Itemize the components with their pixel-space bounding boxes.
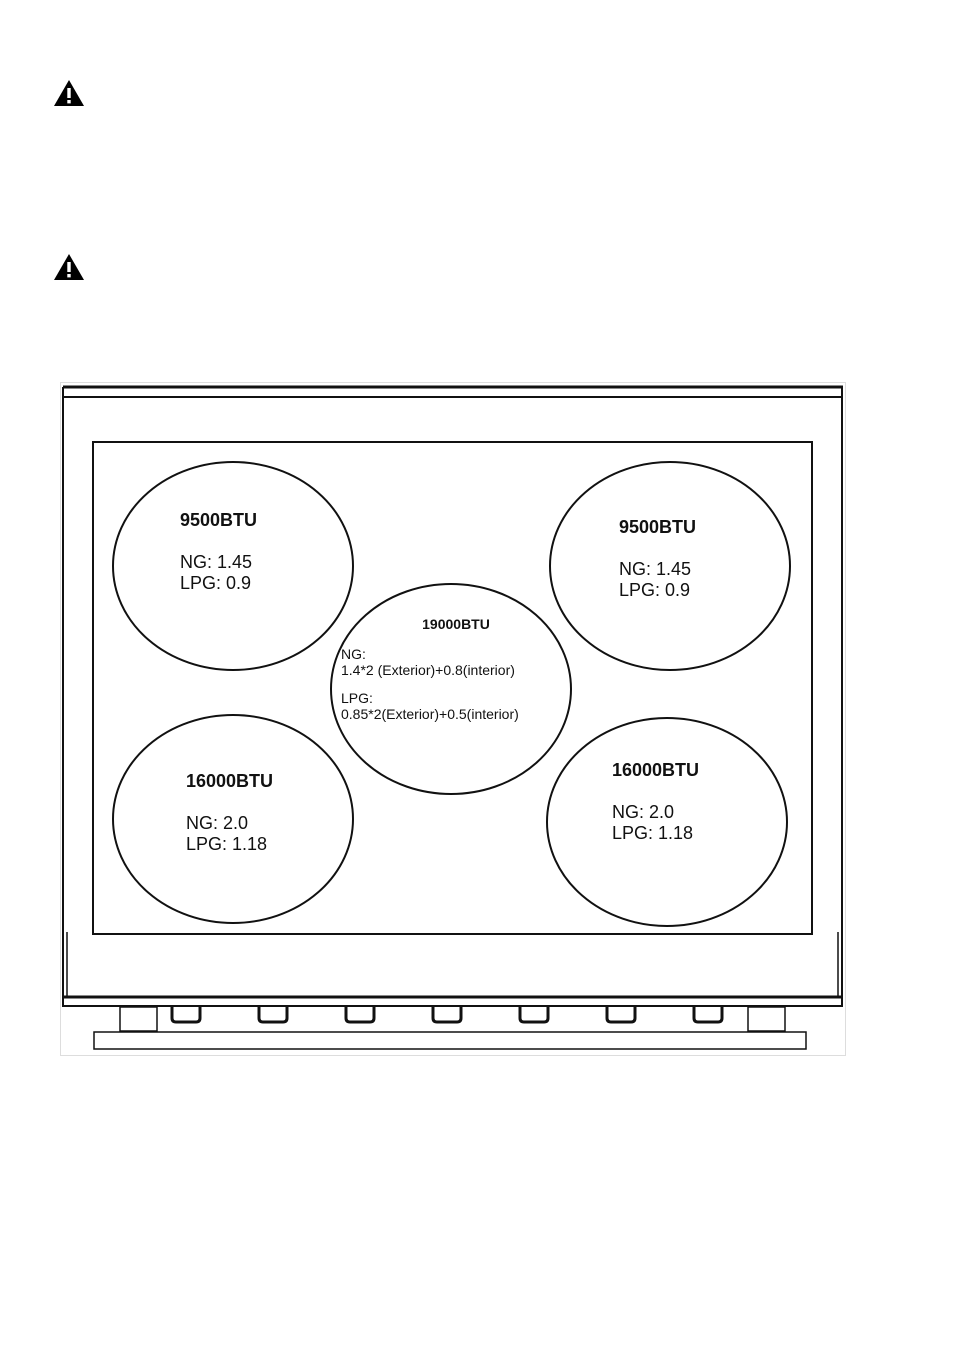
btu-rating: 16000BTU	[186, 771, 274, 791]
warning-triangle-icon	[53, 79, 85, 107]
burner-bottom-right	[546, 717, 788, 927]
btu-rating: 9500BTU	[180, 510, 258, 530]
lpg-label: LPG:	[341, 690, 373, 707]
ng-label: NG:	[341, 646, 366, 663]
control-knob	[431, 1007, 463, 1024]
lpg-value: LPG: 1.18	[186, 834, 268, 855]
burner-label-top-left: 9500BTU NG: 1.45 LPG: 0.9	[180, 510, 257, 595]
ng-value: NG: 2.0	[186, 812, 249, 833]
burner-label-center: 19000BTU NG: 1.4*2 (Exterior)+0.8(interi…	[341, 616, 561, 722]
btu-rating: 19000BTU	[422, 616, 490, 632]
burner-center	[330, 583, 572, 795]
btu-rating: 16000BTU	[612, 760, 700, 780]
burner-bottom-left	[112, 714, 354, 924]
burner-label-top-right: 9500BTU NG: 1.45 LPG: 0.9	[619, 517, 696, 602]
lpg-value: LPG: 1.18	[612, 823, 694, 844]
control-knob	[344, 1007, 376, 1024]
control-knob	[518, 1007, 550, 1024]
burner-label-bottom-right: 16000BTU NG: 2.0 LPG: 1.18	[612, 760, 699, 845]
lpg-value: LPG: 0.9	[619, 580, 691, 601]
burner-label-bottom-left: 16000BTU NG: 2.0 LPG: 1.18	[186, 771, 273, 856]
ng-value: 1.4*2 (Exterior)+0.8(interior)	[341, 662, 515, 679]
cooktop-burner-diagram: 9500BTU NG: 1.45 LPG: 0.9 9500BTU NG: 1.…	[60, 382, 846, 1056]
ng-value: NG: 1.45	[180, 551, 253, 572]
ng-value: NG: 2.0	[612, 801, 675, 822]
lpg-value: 0.85*2(Exterior)+0.5(interior)	[341, 706, 519, 723]
control-knob	[692, 1007, 724, 1024]
cooktop-outline	[60, 382, 846, 1056]
lpg-value: LPG: 0.9	[180, 573, 252, 594]
btu-rating: 9500BTU	[619, 517, 697, 537]
burner-top-right	[549, 461, 791, 671]
control-knob	[605, 1007, 637, 1024]
warning-triangle-icon	[53, 253, 85, 281]
control-knob	[257, 1007, 289, 1024]
burner-top-left	[112, 461, 354, 671]
control-knobs	[170, 1007, 724, 1024]
ng-value: NG: 1.45	[619, 558, 692, 579]
control-knob	[170, 1007, 202, 1024]
